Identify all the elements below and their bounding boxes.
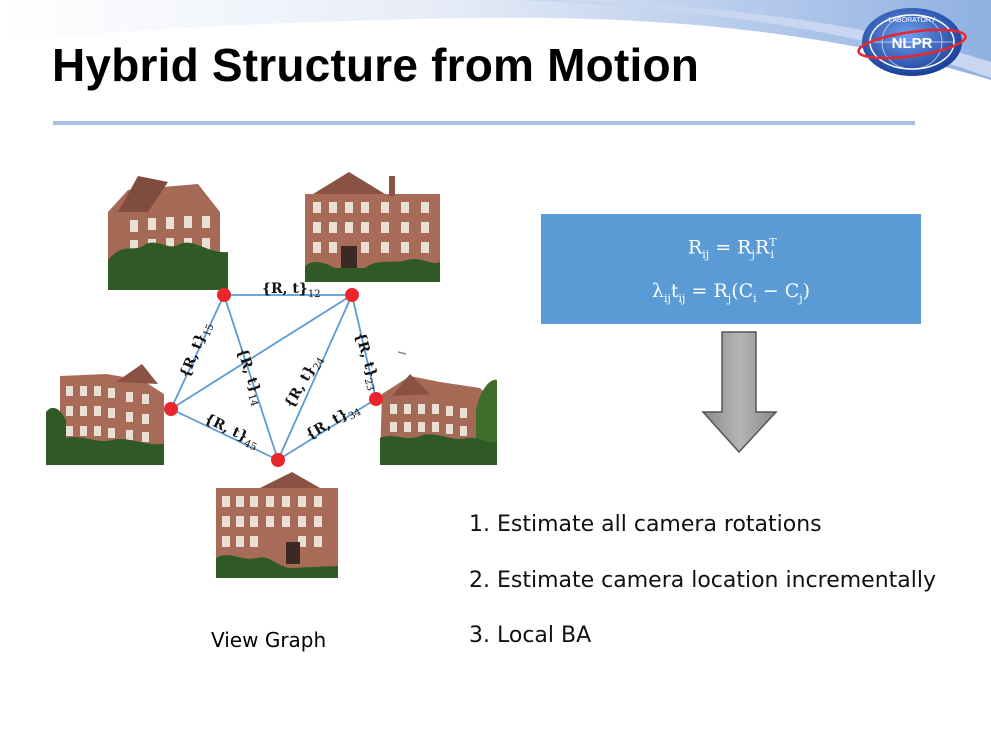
logo-ring-text: LABORATORY [888,17,935,24]
building-photo-icon [305,172,440,282]
graph-edge-24 [277,294,353,461]
formula-box: Rij = RjRTi λijtij = Rj(Ci − Cj) [541,214,921,324]
title-divider [53,121,915,125]
view-image-2 [305,170,440,282]
graph-node-5 [164,402,178,416]
view-image-1 [108,172,228,290]
graph-node-2 [345,288,359,302]
view-graph-caption: View Graph [211,628,327,652]
graph-edge-15 [170,294,225,410]
building-photo-icon [380,374,497,465]
building-photo-icon [46,364,164,465]
graph-node-3 [369,392,383,406]
view-image-5 [46,360,164,465]
view-image-4 [216,470,338,578]
view-image-3 [380,370,497,465]
edge-label-12: {R, t}12 [262,281,321,300]
graph-edge-25 [170,294,353,410]
graph-edge-45 [170,408,279,461]
step-1: 1. Estimate all camera rotations [469,512,822,537]
building-photo-icon [216,472,338,578]
graph-edge-23 [351,294,377,400]
translation-formula: λijtij = Rj(Ci − Cj) [651,280,811,305]
graph-edge-14 [223,294,279,461]
graph-edge-34 [277,398,377,461]
header-swoosh [0,0,991,80]
logo-text: NLPR [892,35,933,52]
step-2: 2. Estimate camera location incrementall… [469,568,937,593]
slide-title: Hybrid Structure from Motion [52,39,700,91]
lab-logo-icon: NLPR LABORATORY [857,8,967,76]
step-3: 3. Local BA [469,623,592,648]
rotation-formula: Rij = RjRTi [687,236,777,262]
graph-node-4 [271,453,285,467]
graph-stray-mark [397,351,407,355]
down-arrow-icon [701,331,778,454]
graph-node-1 [217,288,231,302]
building-photo-icon [108,176,228,290]
